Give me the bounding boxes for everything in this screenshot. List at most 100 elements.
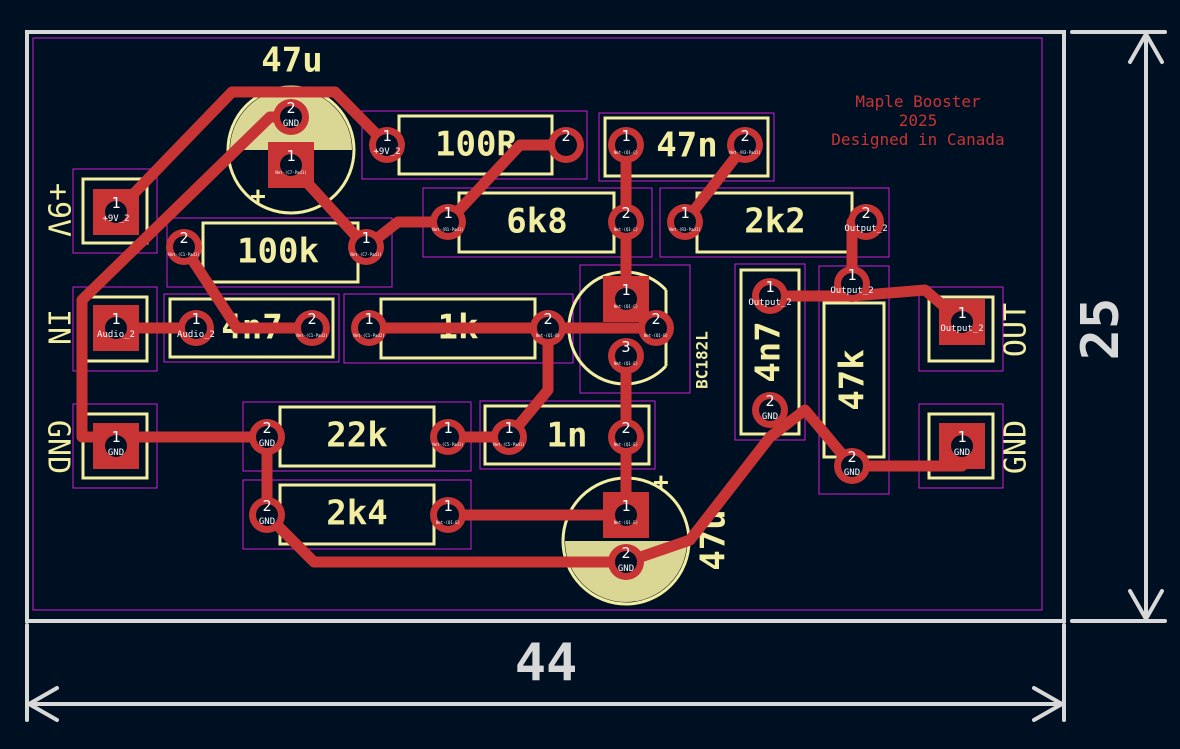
pad-net-label: Net-(Q1-C): [614, 227, 638, 232]
height-dimension-label: 25: [1071, 298, 1131, 361]
label-gnd-left: GND: [41, 420, 76, 474]
pad-number: 1: [443, 419, 452, 437]
pad-net-label: Net-(Q1-E): [436, 520, 460, 525]
capacitor-1n-value: 1n: [547, 416, 588, 456]
pad-number: 1: [443, 204, 452, 222]
pad-number: 2: [179, 229, 188, 247]
pad-number: 1: [111, 194, 120, 212]
connector-gnd-left: [72, 403, 158, 489]
pad-number: 2: [740, 127, 749, 145]
connector-gnd-right: [918, 403, 1004, 489]
copper-traces: [76, 86, 968, 568]
pad-number: 1: [191, 310, 200, 328]
width-dimension: 44: [24, 623, 1067, 722]
pad-net-label: Net-(Q1-E): [614, 520, 638, 525]
pads: 1+9V_21Audio_21GND1Output_21GND2GND1Net-…: [93, 99, 985, 580]
pad-number: 1: [621, 281, 630, 299]
pad-net-label: Net-(Q1-E): [614, 361, 638, 366]
pad-net-label: +9V_2: [373, 147, 400, 157]
board-year: 2025: [899, 111, 938, 130]
resistor-100r: 100R: [361, 110, 588, 180]
capacitor-47n-value: 47n: [656, 126, 717, 166]
pad-net-label: GND: [618, 564, 634, 574]
pad-net-label: Net-(C1-Pad2): [353, 333, 384, 338]
pad-net-label: Net-(Q1-B): [536, 333, 560, 338]
pad-number: 2: [262, 419, 271, 437]
pad-r100-1: 1+9V_2: [369, 127, 405, 163]
pad-net-label: Net-(C1-Pad1): [168, 252, 199, 257]
transistor-bc182l-label: BC182L: [693, 331, 712, 389]
pad-number: 2: [621, 204, 630, 222]
pad-number: 1: [957, 304, 966, 322]
pad-number: 1: [111, 428, 120, 446]
resistor-47k-value: 47k: [833, 349, 873, 410]
pad-net-label: Net-(C1-Pad2): [296, 333, 327, 338]
pad-net-label: Net-(C7-Pad1): [275, 170, 306, 175]
pad-number: 1: [621, 497, 630, 515]
pad-number: 1: [364, 310, 373, 328]
pad-number: 2: [621, 544, 630, 562]
label-out: OUT: [999, 303, 1034, 357]
pad-number: 2: [561, 127, 570, 145]
pad-r100-2: 2: [548, 127, 584, 163]
pad-net-label: Net-(R1-Pad1): [432, 227, 463, 232]
board-edge-cuts: [25, 30, 1066, 623]
pad-net-label: Net-(Q1-B): [644, 333, 668, 338]
pad-net-label: GND: [259, 439, 275, 449]
pad-net-label: Net-(R3-Pad1): [729, 150, 760, 155]
pad-number: 2: [262, 497, 271, 515]
label-in: IN: [41, 309, 76, 345]
pad-number: 2: [765, 392, 774, 410]
pad-net-label: GND: [283, 119, 299, 129]
pad-number: 1: [621, 127, 630, 145]
pad-number: 2: [543, 310, 552, 328]
resistor-2k4-value: 2k4: [326, 494, 387, 534]
pad-net-label: Net-(Q1-C): [614, 150, 638, 155]
pad-net-label: GND: [108, 448, 124, 458]
pad-number: 2: [286, 99, 295, 117]
trace-c1-pad1: [178, 241, 318, 334]
pad-net-label: Output_2: [940, 324, 983, 334]
pad-net-label: Net-(Q1-C): [614, 304, 638, 309]
pad-number: 1: [847, 266, 856, 284]
width-dimension-label: 44: [515, 633, 578, 693]
pad-number: 1: [680, 204, 689, 222]
resistor-6k8-value: 6k8: [506, 202, 567, 242]
pad-net-label: GND: [762, 412, 778, 422]
trace-c7: [285, 139, 572, 253]
pad-net-label: +9V_2: [102, 214, 129, 224]
pad-net-label: Output_2: [748, 298, 791, 308]
svg-text:+: +: [250, 182, 266, 212]
label-gnd-right: GND: [999, 420, 1034, 474]
svg-text:+: +: [653, 468, 669, 498]
trace-c5: [442, 322, 554, 443]
connector-out: [918, 286, 1004, 372]
board-origin: Designed in Canada: [831, 130, 1004, 149]
